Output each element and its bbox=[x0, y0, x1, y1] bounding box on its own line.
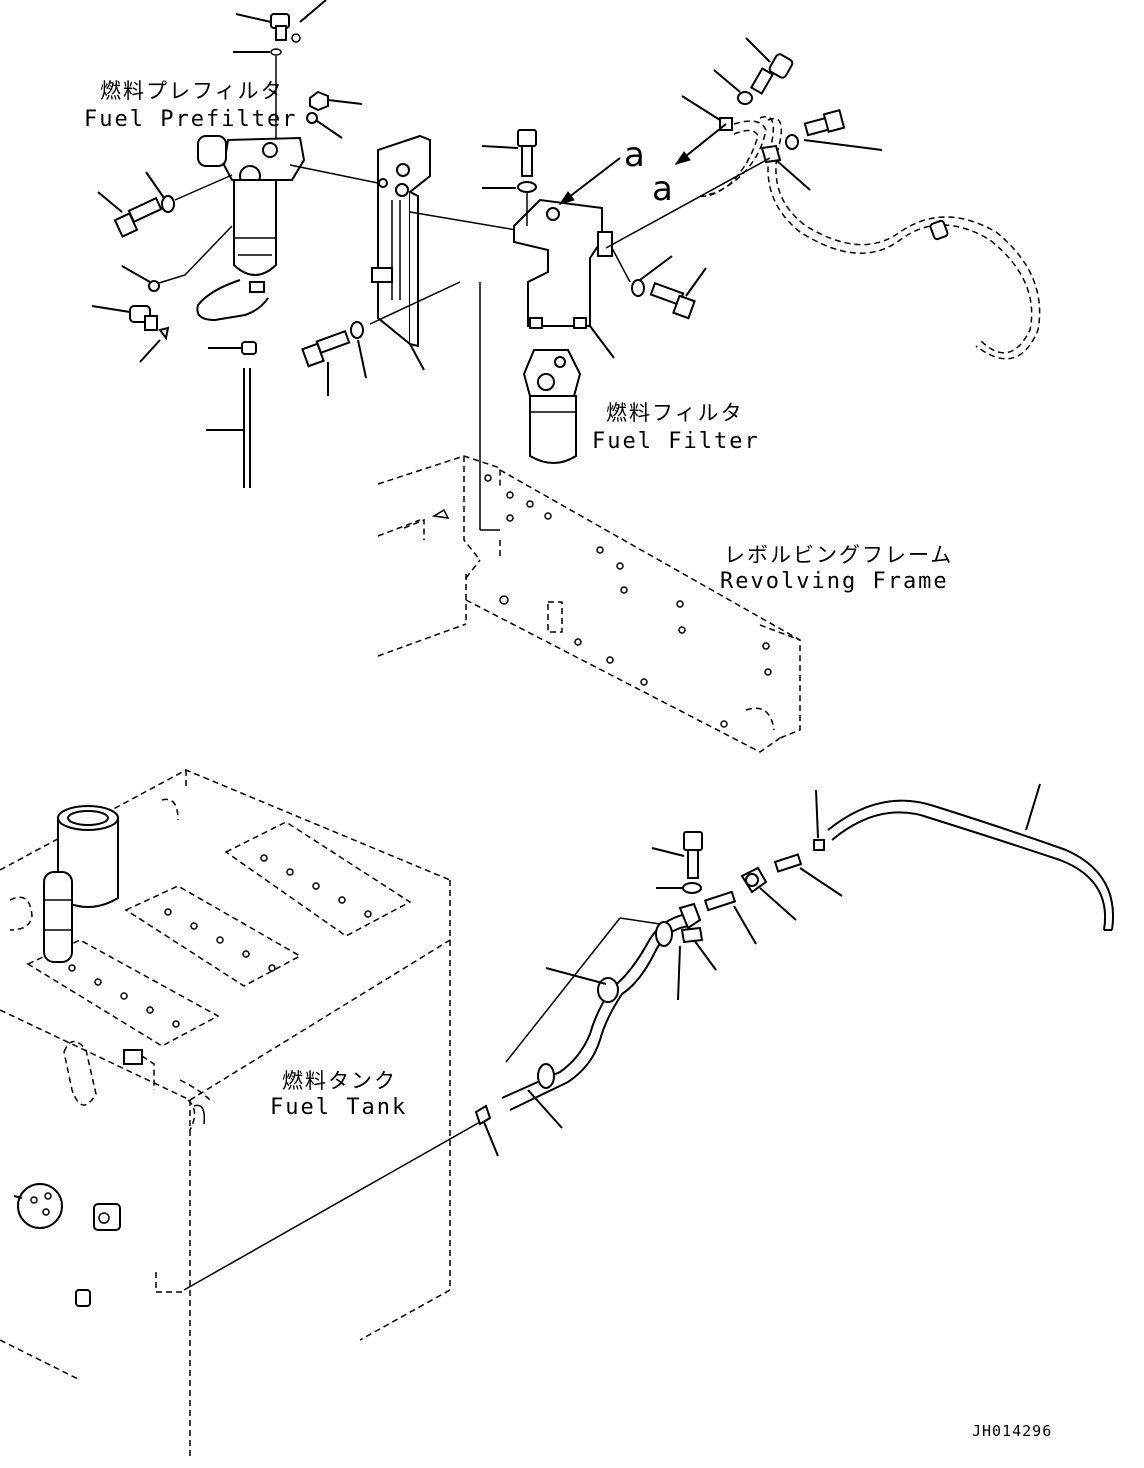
breather-hose bbox=[63, 1040, 97, 1106]
tank-bracket bbox=[123, 1049, 143, 1065]
filter-label-en: Fuel Filter bbox=[592, 429, 760, 454]
upper-bolt bbox=[745, 37, 794, 95]
grommet bbox=[655, 921, 673, 947]
washer bbox=[350, 321, 364, 339]
callout-letter-2: a bbox=[652, 169, 673, 209]
frame-label-jp: レボルビングフレーム bbox=[724, 543, 953, 567]
pipe-end-fitting bbox=[474, 1104, 499, 1157]
tank-sensor bbox=[13, 1183, 63, 1229]
plug bbox=[306, 112, 343, 139]
tank-label-jp: 燃料タンク bbox=[282, 1069, 397, 1093]
revolving-frame: レボルビングフレーム Revolving Frame bbox=[377, 455, 953, 753]
bracket-bolt bbox=[301, 329, 351, 396]
prefilter-label-jp: 燃料プレフィルタ bbox=[100, 79, 284, 103]
hose-connector bbox=[740, 866, 797, 921]
elbow-fitting-lower bbox=[91, 305, 170, 363]
small-nut bbox=[813, 789, 825, 851]
hose-end-fitting bbox=[929, 219, 949, 241]
filter-bracket-bolt bbox=[481, 129, 537, 177]
drain-hose bbox=[196, 279, 269, 322]
pipe-clamp bbox=[680, 926, 717, 971]
hose-clip bbox=[208, 341, 257, 355]
bolt-left bbox=[97, 191, 163, 238]
connector-bolt bbox=[773, 853, 843, 897]
fuel-prefilter-assembly: 燃料プレフィルタ Fuel Prefilter bbox=[84, 0, 363, 488]
clamp-bracket bbox=[760, 144, 811, 191]
elbow-fitting-top bbox=[235, 0, 327, 43]
frame-holes bbox=[484, 474, 772, 728]
prefilter-bowl bbox=[233, 179, 277, 293]
drain-tube bbox=[206, 368, 251, 488]
filter-bracket: a bbox=[481, 129, 707, 359]
washer bbox=[145, 171, 233, 213]
grommet bbox=[537, 1063, 555, 1089]
callout-letter-1: a bbox=[624, 135, 645, 175]
lower-fuel-line-assembly bbox=[474, 783, 1114, 1157]
lower-bolt bbox=[651, 831, 703, 879]
level-gauge bbox=[43, 871, 73, 963]
tank-drain-plug bbox=[75, 1289, 91, 1307]
fuel-tank: 燃料タンク Fuel Tank bbox=[0, 769, 481, 1460]
upper-hose-assembly: a bbox=[605, 37, 1041, 360]
filter-bracket-side-bolt bbox=[611, 247, 707, 320]
o-ring bbox=[270, 48, 282, 56]
tank-cover-panels bbox=[26, 821, 412, 1047]
nut bbox=[309, 90, 363, 112]
washer bbox=[682, 882, 702, 894]
drawing-code: JH014296 bbox=[972, 1422, 1052, 1440]
tank-label-en: Fuel Tank bbox=[270, 1095, 407, 1120]
prefilter-label-en: Fuel Prefilter bbox=[84, 107, 297, 132]
small-fitting bbox=[121, 225, 233, 292]
washer bbox=[737, 91, 753, 105]
long-hose bbox=[831, 811, 1106, 931]
grommet bbox=[597, 977, 619, 1003]
washer bbox=[517, 181, 537, 193]
connector-screw bbox=[703, 890, 757, 945]
prefilter-head bbox=[197, 135, 306, 187]
fuel-filter: 燃料フィルタ Fuel Filter bbox=[522, 349, 760, 464]
side-bolt-upper bbox=[785, 109, 883, 151]
tall-bracket bbox=[289, 134, 529, 531]
frame-label-en: Revolving Frame bbox=[720, 569, 949, 594]
filter-label-jp: 燃料フィルタ bbox=[606, 401, 744, 425]
tank-connector bbox=[93, 1203, 121, 1231]
